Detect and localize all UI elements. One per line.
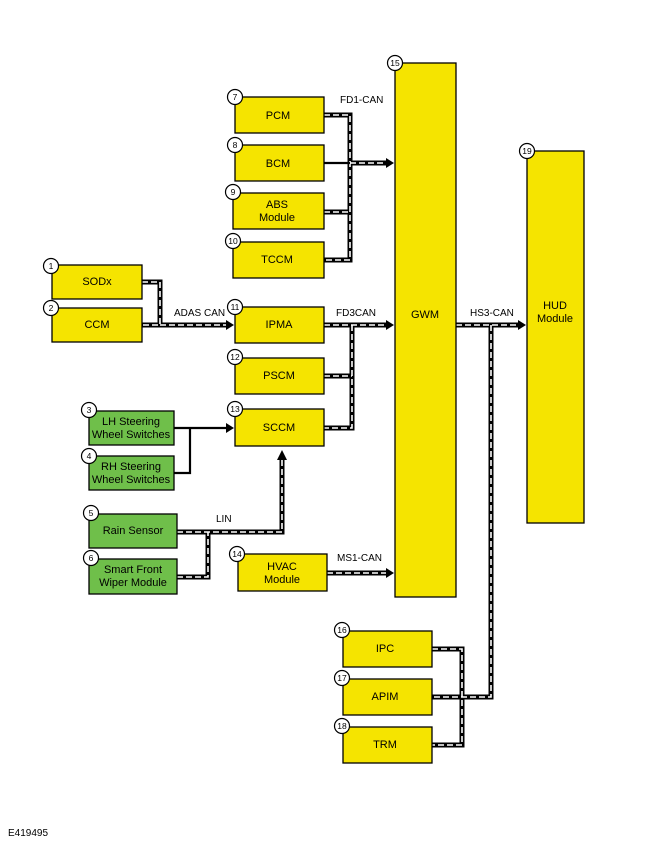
module-ipma: IPMA 11 [226,298,325,344]
module-abs: ABS Module 9 [224,183,325,230]
module-label-line1: RH Steering [101,461,161,473]
module-number: 12 [230,352,240,362]
module-number: 16 [337,625,347,635]
arrowhead-hs3-hud [518,320,526,330]
bus-label-hs3: HS3-CAN [470,308,514,319]
module-sodx: SODx 1 [42,257,143,300]
arrowhead-adas-ipma [226,320,234,330]
module-ccm: CCM 2 [42,299,143,343]
module-number: 17 [337,673,347,683]
module-hud: HUD Module 19 [518,142,585,524]
module-number: 11 [231,302,240,312]
module-rain-sensor: Rain Sensor 5 [82,504,178,549]
module-number: 8 [233,140,238,150]
module-number: 10 [228,236,238,246]
module-number: 5 [89,508,94,518]
module-label: IPMA [266,319,294,331]
bus-lines [142,112,518,748]
module-number: 19 [522,146,532,156]
module-label-line2: Wiper Module [99,577,167,589]
figure-id: E419495 [8,828,49,839]
module-label: SODx [82,276,112,288]
module-smart-front-wiper: Smart Front Wiper Module 6 [82,549,178,595]
module-label: PSCM [263,370,295,382]
module-pcm: PCM 7 [226,88,325,134]
module-label-line2: Module [259,212,295,224]
module-lh-steering-wheel-switches: LH Steering Wheel Switches 3 [80,401,175,446]
module-label: SCCM [263,422,295,434]
arrowhead-lin-sccm [277,450,287,460]
module-pscm: PSCM 12 [226,348,325,395]
module-label-line2: Module [537,313,573,325]
module-label: GWM [411,309,439,321]
module-number: 4 [87,451,92,461]
arrowhead-fd1-gwm [386,158,394,168]
module-apim: APIM 17 [333,669,433,716]
bus-arrowheads [226,158,526,578]
module-trm: TRM 18 [333,717,433,764]
module-label: APIM [372,691,399,703]
module-label: TRM [373,739,397,751]
module-label: PCM [266,110,290,122]
module-label-line1: Smart Front [104,564,162,576]
module-rh-steering-wheel-switches: RH Steering Wheel Switches 4 [80,447,175,491]
module-number: 2 [49,303,54,313]
module-label-line1: HUD [543,300,567,312]
module-label: Rain Sensor [103,525,164,537]
module-number: 13 [230,404,240,414]
module-sccm: SCCM 13 [226,400,325,447]
arrowhead-ms1-gwm [386,568,394,578]
module-number: 7 [233,92,238,102]
module-label-line1: ABS [266,199,288,211]
module-label-line1: HVAC [267,561,297,573]
module-label-line2: Wheel Switches [92,474,171,486]
module-number: 14 [232,549,242,559]
module-label: CCM [84,319,109,331]
module-tccm: TCCM 10 [224,232,325,279]
bus-label-adas: ADAS CAN [174,308,225,319]
arrowhead-switches-sccm [226,423,234,433]
module-label: BCM [266,158,290,170]
module-number: 15 [390,58,400,68]
bus-label-lin: LIN [216,514,232,525]
module-bcm: BCM 8 [226,136,325,182]
module-label-line2: Module [264,574,300,586]
module-label: IPC [376,643,394,655]
module-number: 3 [87,405,92,415]
module-gwm: GWM 15 [386,54,457,598]
module-label-line2: Wheel Switches [92,429,171,441]
module-number: 1 [49,261,54,271]
bus-label-ms1: MS1-CAN [337,553,382,564]
arrowhead-fd3-gwm [386,320,394,330]
module-number: 6 [89,553,94,563]
module-number: 18 [337,721,347,731]
bus-label-fd3: FD3CAN [336,308,376,319]
bus-label-fd1: FD1-CAN [340,95,383,106]
module-hvac: HVAC Module 14 [228,545,328,592]
module-label-line1: LH Steering [102,416,160,428]
module-label: TCCM [261,254,293,266]
module-ipc: IPC 16 [333,621,433,668]
module-number: 9 [231,187,236,197]
